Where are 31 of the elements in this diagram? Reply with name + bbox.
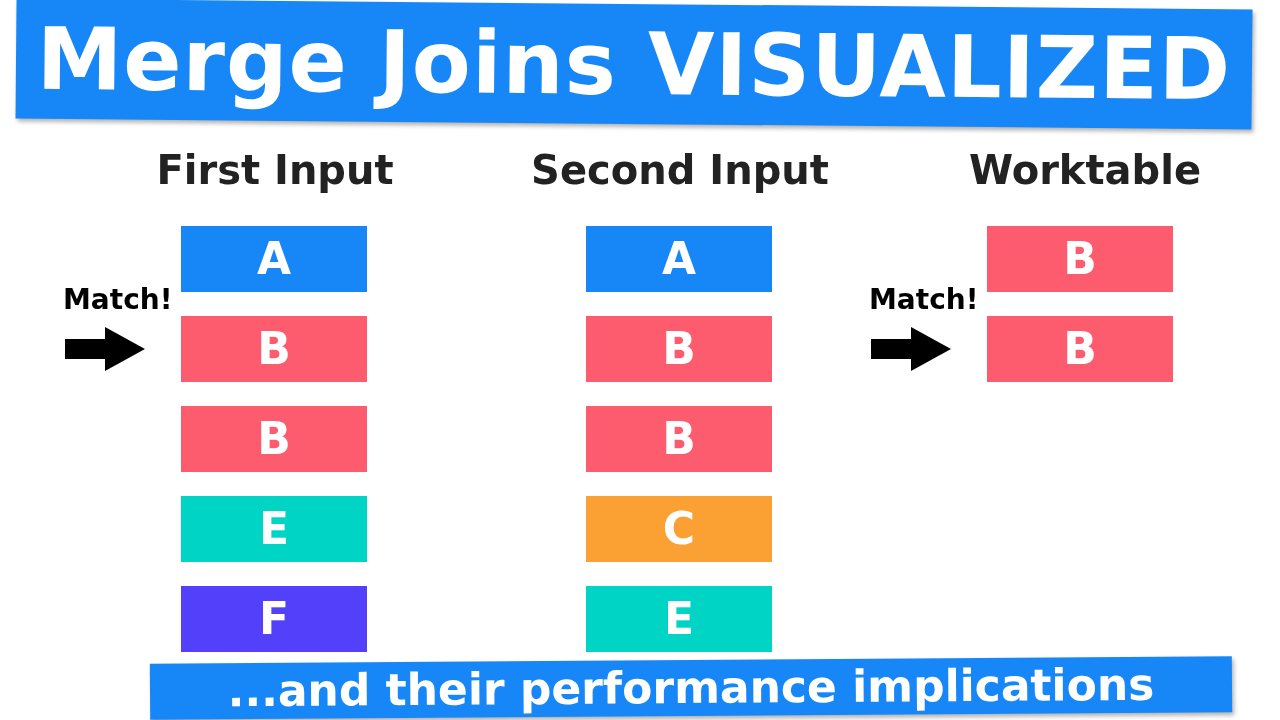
record-box (181, 406, 367, 472)
record-key: B (662, 413, 696, 464)
column-heading: First Input (155, 146, 395, 195)
record-box (586, 316, 772, 382)
record-box (586, 586, 772, 652)
arrow (871, 327, 951, 371)
record-key: A (661, 233, 697, 284)
record-box (987, 316, 1173, 382)
record-key: B (662, 323, 696, 374)
record-key: F (258, 593, 290, 644)
record-box (181, 226, 367, 292)
record-box (181, 586, 367, 652)
record-box (586, 406, 772, 472)
record-key: B (257, 413, 291, 464)
record-key: B (257, 323, 291, 374)
record-box (586, 496, 772, 562)
record-key: E (258, 503, 290, 554)
column-heading: Second Input (530, 146, 830, 195)
record-key: E (663, 593, 695, 644)
record-key: C (662, 503, 696, 554)
record-box (181, 496, 367, 562)
arrow (65, 327, 145, 371)
record-box (586, 226, 772, 292)
record-key: B (1063, 323, 1097, 374)
record-box (987, 226, 1173, 292)
title-banner: Merge Joins VISUALIZED (15, 0, 1253, 130)
record-key: B (1063, 233, 1097, 284)
caption-banner: ...and their performance implications (149, 656, 1233, 720)
record-key: A (256, 233, 292, 284)
column-heading: Worktable (967, 146, 1203, 195)
record-box (181, 316, 367, 382)
